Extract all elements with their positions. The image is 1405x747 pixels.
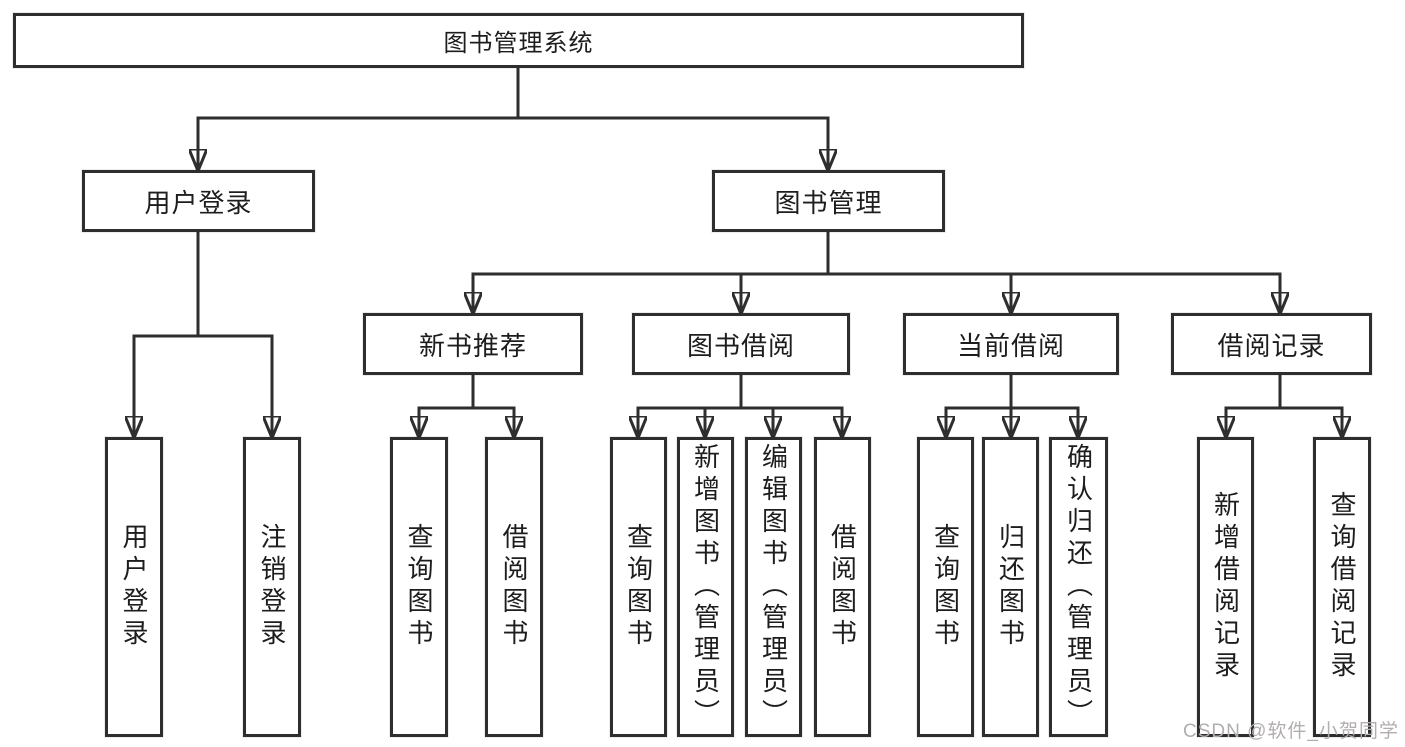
leaf-add-borrow-record: 新增借阅记录: [1197, 437, 1254, 737]
node-new-book-recommend: 新书推荐: [363, 313, 583, 375]
leaf-logout: 注销登录: [243, 437, 301, 737]
leaf-search-book-borrow-label: 查询图书: [623, 523, 654, 651]
node-user-login: 用户登录: [82, 170, 315, 232]
node-book-management: 图书管理: [712, 170, 945, 232]
leaf-search-book-borrow: 查询图书: [610, 437, 667, 737]
node-book-borrow: 图书借阅: [632, 313, 850, 375]
leaf-search-book-current-label: 查询图书: [930, 523, 961, 651]
leaf-borrow-book-recommend-label: 借阅图书: [499, 523, 529, 651]
leaf-add-book-admin-label: 新增图书（管理员）: [690, 443, 721, 731]
leaf-search-book-recommend-label: 查询图书: [404, 523, 434, 651]
leaf-add-book-admin: 新增图书（管理员）: [677, 437, 734, 737]
leaf-confirm-return-admin: 确认归还（管理员）: [1049, 437, 1108, 737]
leaf-return-book: 归还图书: [982, 437, 1039, 737]
leaf-borrow-book: 借阅图书: [814, 437, 871, 737]
node-borrow-records: 借阅记录: [1171, 313, 1372, 375]
leaf-search-borrow-record: 查询借阅记录: [1313, 437, 1371, 737]
csdn-watermark: CSDN @软件_小贺同学: [1183, 721, 1399, 742]
leaf-add-borrow-record-label: 新增借阅记录: [1210, 491, 1241, 683]
leaf-borrow-book-label: 借阅图书: [827, 523, 858, 651]
leaf-return-book-label: 归还图书: [995, 523, 1026, 651]
leaf-edit-book-admin-label: 编辑图书（管理员）: [758, 443, 789, 731]
leaf-confirm-return-admin-label: 确认归还（管理员）: [1063, 443, 1094, 731]
leaf-edit-book-admin: 编辑图书（管理员）: [745, 437, 802, 737]
leaf-search-book-current: 查询图书: [917, 437, 974, 737]
node-current-borrow: 当前借阅: [903, 313, 1119, 375]
leaf-user-login-label: 用户登录: [119, 523, 149, 651]
leaf-user-login: 用户登录: [105, 437, 163, 737]
node-library-management-system: 图书管理系统: [13, 13, 1024, 68]
leaf-borrow-book-recommend: 借阅图书: [485, 437, 543, 737]
leaf-search-book-recommend: 查询图书: [390, 437, 448, 737]
leaf-search-borrow-record-label: 查询借阅记录: [1327, 491, 1357, 683]
leaf-logout-label: 注销登录: [257, 523, 287, 651]
